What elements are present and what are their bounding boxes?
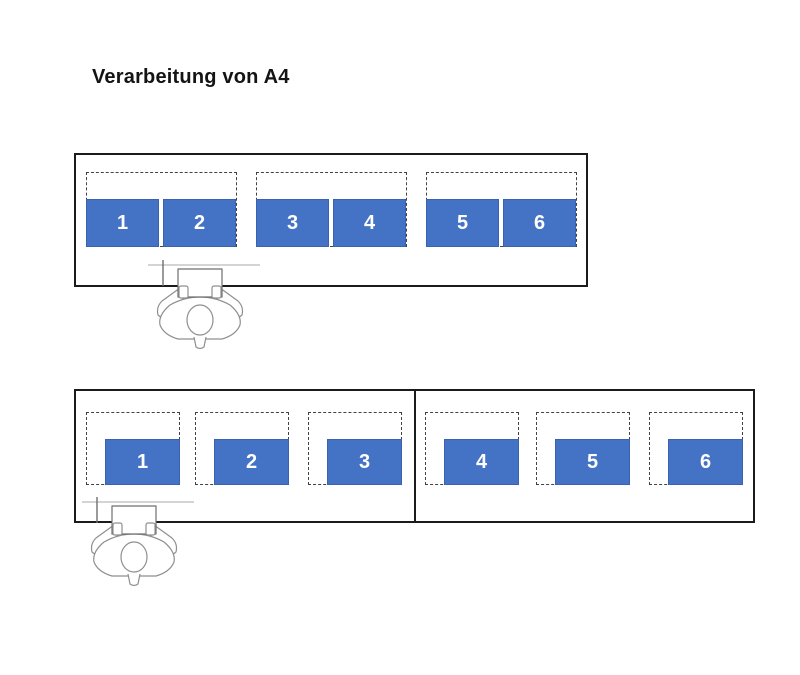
machine-section-divider — [414, 391, 416, 521]
sheet-label: 3 — [358, 450, 371, 473]
sheet-label: 2 — [245, 450, 258, 473]
sheet-1: 1 — [86, 199, 159, 247]
operator-bottom — [82, 496, 194, 588]
sheet-5: 5 — [426, 199, 499, 247]
sheet-label: 4 — [475, 450, 488, 473]
operator-top — [148, 259, 260, 351]
sheet-6: 6 — [503, 199, 576, 247]
sheet-label: 1 — [116, 211, 129, 234]
machine-bottom-outline — [74, 389, 755, 523]
sheet-label: 2 — [193, 211, 206, 234]
sheet-6: 6 — [668, 439, 743, 485]
sheet-label: 5 — [586, 450, 599, 473]
sheet-label: 6 — [533, 211, 546, 234]
person-at-desk-top-view-icon — [82, 496, 194, 587]
sheet-label: 4 — [363, 211, 376, 234]
sheet-label: 6 — [699, 450, 712, 473]
sheet-1: 1 — [105, 439, 180, 485]
sheet-2: 2 — [214, 439, 289, 485]
sheet-label: 3 — [286, 211, 299, 234]
sheet-4: 4 — [333, 199, 406, 247]
person-at-desk-top-view-icon — [148, 259, 260, 350]
sheet-label: 1 — [136, 450, 149, 473]
sheet-2: 2 — [163, 199, 236, 247]
sheet-5: 5 — [555, 439, 630, 485]
sheet-4: 4 — [444, 439, 519, 485]
sheet-3: 3 — [256, 199, 329, 247]
sheet-3: 3 — [327, 439, 402, 485]
sheet-label: 5 — [456, 211, 469, 234]
page-title: Verarbeitung von A4 — [92, 66, 290, 88]
